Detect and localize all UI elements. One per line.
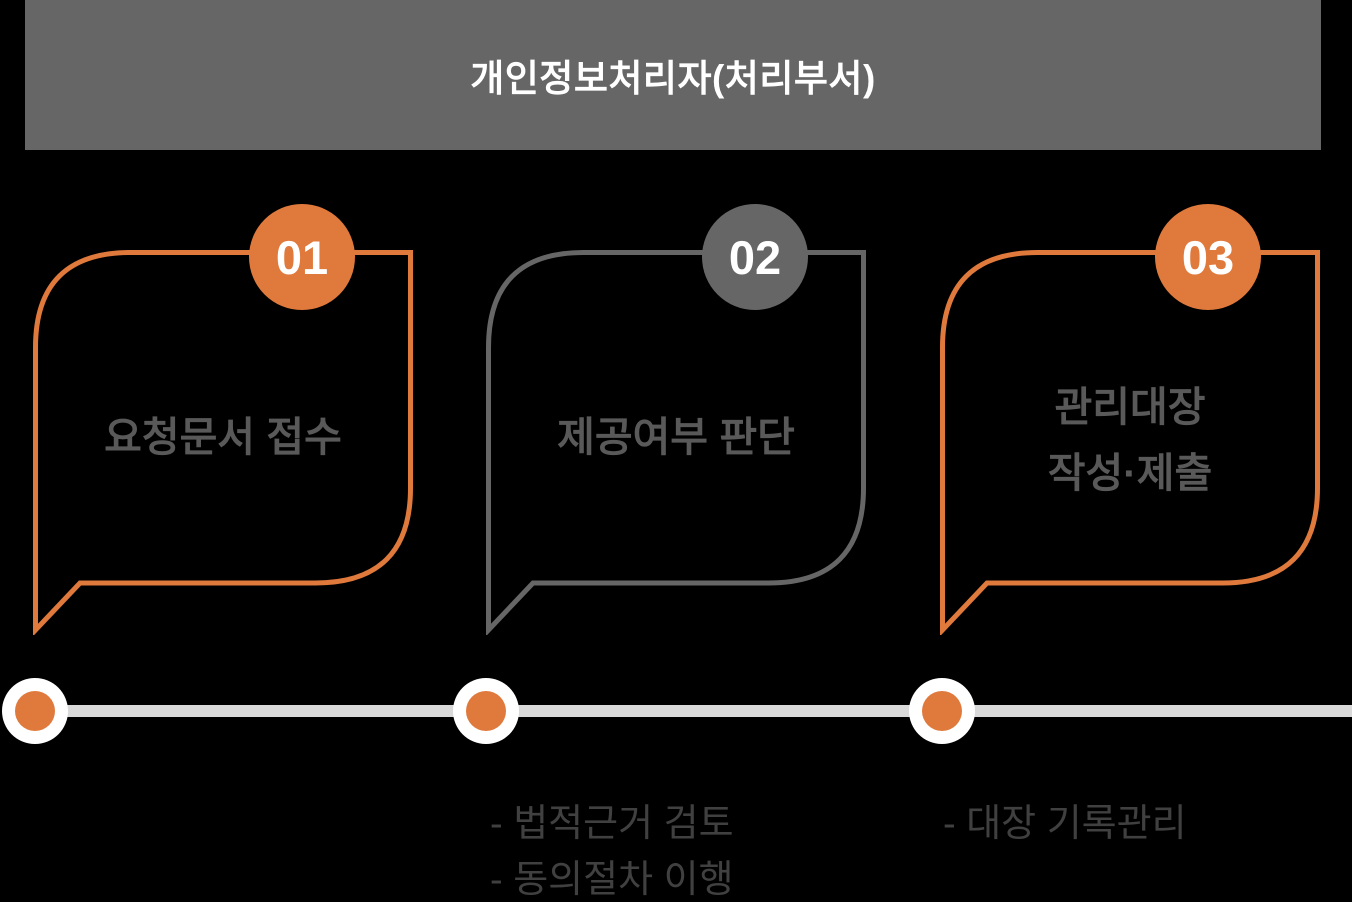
note-line: - 대장 기록관리 [943,803,1187,845]
timeline-dot-1 [2,678,68,744]
step-number-badge-1: 01 [249,204,355,310]
header-bar: 개인정보처리자(처리부서) [25,0,1321,150]
step-label-3-line1: 관리대장 [1054,384,1206,430]
timeline-dot-2 [453,678,519,744]
step-number-badge-2: 02 [702,204,808,310]
speech-bubble-outline-step1 [33,250,413,635]
step-number-1: 01 [275,230,329,284]
speech-bubble-outline-step3 [940,250,1320,635]
timeline-dot-3-inner [922,691,962,731]
step-label-3: 관리대장 작성·제출 [940,374,1320,506]
note-line: - 법적근거 검토 [490,803,734,845]
step-notes-2: - 법적근거 검토 - 동의절차 이행 [490,796,734,902]
step-number-2: 02 [728,230,782,284]
step-label-1: 요청문서 접수 [33,404,413,470]
step-label-2-line1: 제공여부 판단 [557,414,795,460]
step-label-1-line1: 요청문서 접수 [104,414,342,460]
step-number-badge-3: 03 [1155,204,1261,310]
note-line: - 동의절차 이행 [490,859,734,901]
timeline-dot-2-inner [466,691,506,731]
timeline-line [35,705,1352,717]
header-title: 개인정보처리자(처리부서) [470,58,876,99]
step-label-2: 제공여부 판단 [486,404,866,470]
timeline-dot-3 [909,678,975,744]
timeline-dot-1-inner [15,691,55,731]
step-notes-3: - 대장 기록관리 [943,796,1187,852]
speech-bubble-outline-step2 [486,250,866,635]
step-number-3: 03 [1181,230,1235,284]
step-label-3-line2: 작성·제출 [1047,450,1213,496]
